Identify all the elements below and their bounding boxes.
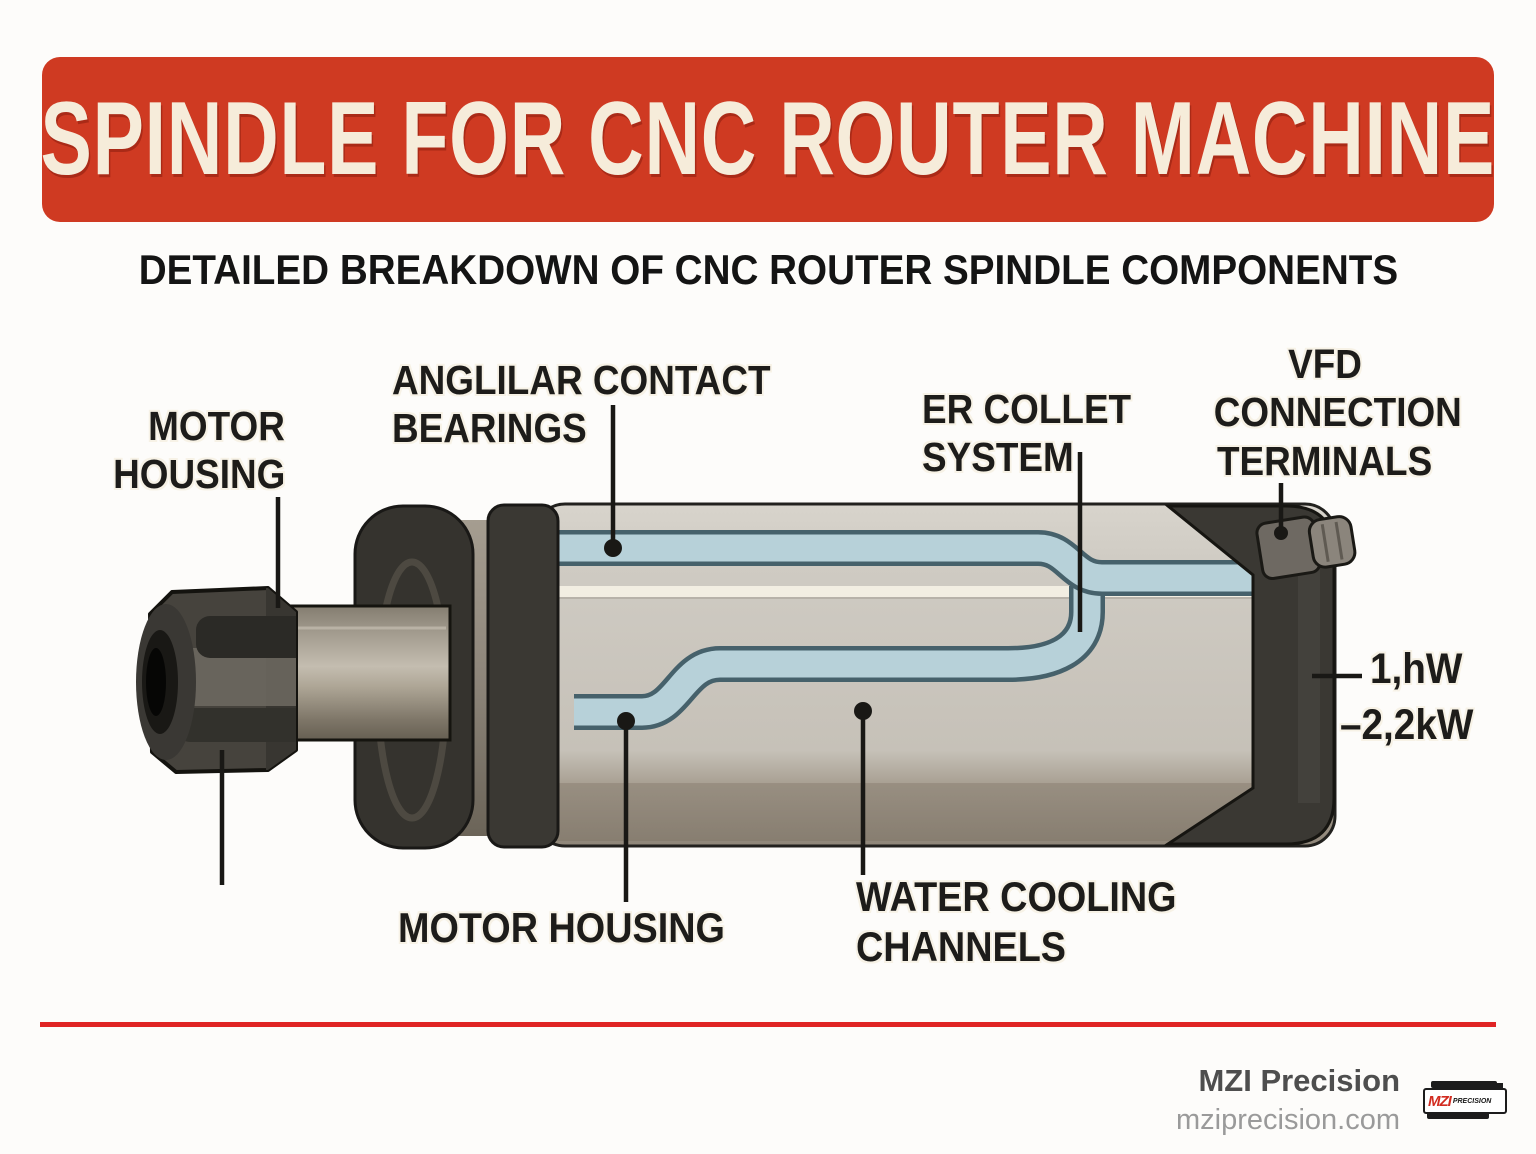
label-water-cooling-channels: WATER COOLING CHANNELS bbox=[856, 873, 1177, 970]
water-cooling-channel-lower bbox=[574, 586, 1105, 730]
rear-end-cap bbox=[1162, 504, 1336, 846]
label-motor-housing-bottom: MOTOR HOUSING bbox=[398, 904, 725, 951]
label-er-collet-system: ER COLLET SYSTEM bbox=[922, 386, 1132, 481]
spindle-shaft bbox=[280, 604, 452, 742]
logo-top-bar-step bbox=[1471, 1083, 1503, 1088]
title-banner: SPINDLE FOR CNC ROUTER MACHINE bbox=[40, 57, 1496, 222]
footer-text-block: MZI Precision mziprecision.com bbox=[1100, 1062, 1400, 1140]
water-cooling-channel-upper bbox=[530, 530, 1256, 596]
leader-dots bbox=[604, 526, 1288, 730]
vfd-terminal-connector bbox=[1255, 515, 1357, 581]
er-collet-nut bbox=[136, 586, 298, 774]
label-power-rating: 1,hW –2,2kW bbox=[1340, 645, 1474, 749]
footer-website: mziprecision.com bbox=[1176, 1103, 1400, 1136]
logo-top-bar bbox=[1431, 1081, 1497, 1088]
logo-mzi-text: MZI bbox=[1428, 1092, 1452, 1110]
label-vfd-connection-terminals: VFD CONNECTION TERMINALS bbox=[1213, 341, 1462, 484]
label-motor-housing-top: MOTOR HOUSING bbox=[112, 403, 285, 498]
page-subtitle: DETAILED BREAKDOWN OF CNC ROUTER SPINDLE… bbox=[138, 246, 1398, 293]
page-title: SPINDLE FOR CNC ROUTER MACHINE bbox=[40, 81, 1496, 197]
mzi-precision-logo-icon: MZI PRECISION bbox=[1423, 1079, 1507, 1121]
footer-company-name: MZI Precision bbox=[1198, 1063, 1400, 1098]
logo-precision-text: PRECISION bbox=[1452, 1097, 1492, 1105]
leader-lines bbox=[219, 405, 1362, 902]
subtitle-row: DETAILED BREAKDOWN OF CNC ROUTER SPINDLE… bbox=[0, 246, 1536, 294]
front-bearing-band bbox=[486, 503, 560, 849]
logo-bottom-bar bbox=[1427, 1112, 1489, 1119]
logo-text-box: MZI PRECISION bbox=[1423, 1088, 1507, 1114]
label-angular-contact-bearings: ANGLILAR CONTACT BEARINGS bbox=[392, 357, 771, 452]
footer-divider bbox=[40, 1022, 1496, 1027]
